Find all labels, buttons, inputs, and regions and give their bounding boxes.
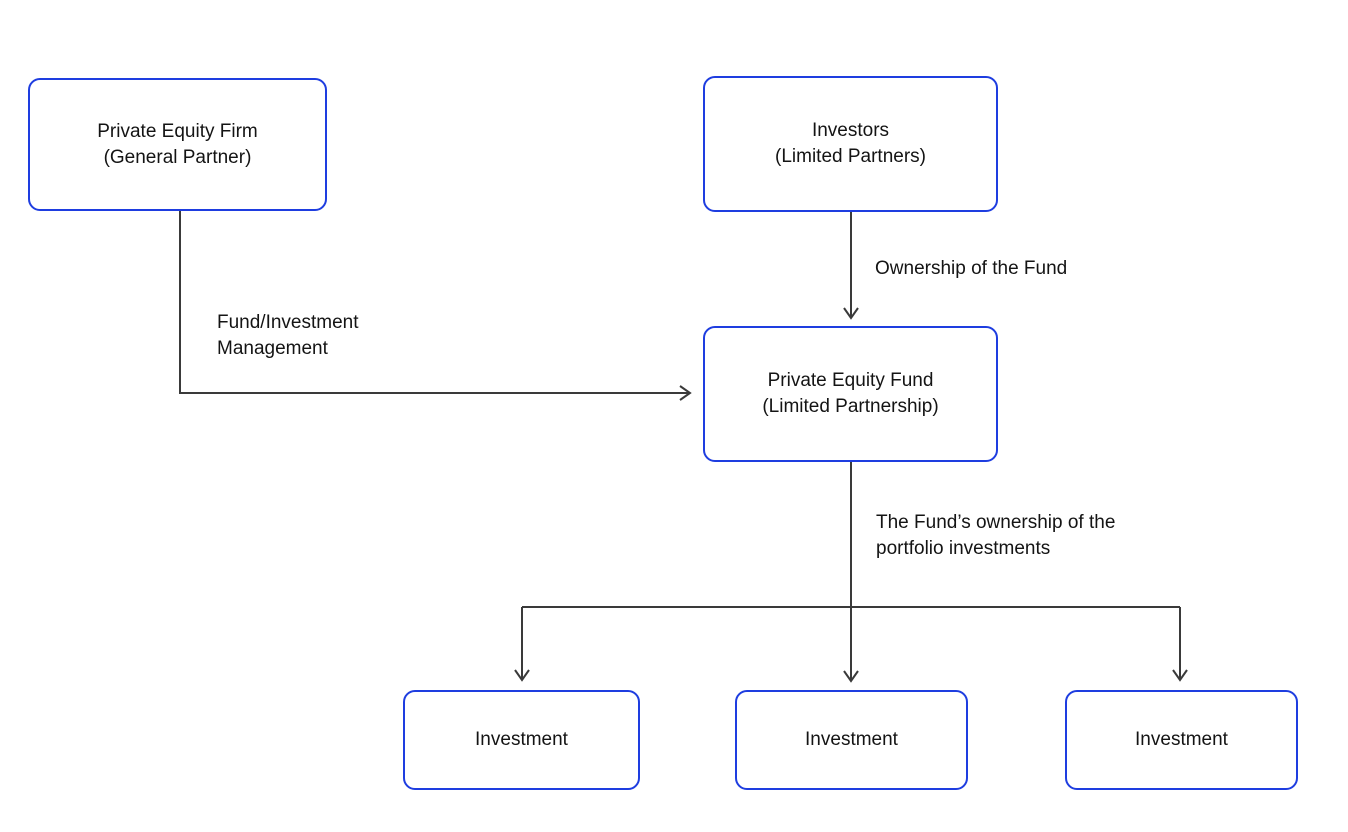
node-private-equity-firm: Private Equity Firm (General Partner) <box>28 78 327 211</box>
edge-label-line: Ownership of the Fund <box>875 258 1068 279</box>
node-label-line: Private Equity Firm <box>97 120 258 142</box>
edge-label-line: Management <box>217 338 328 359</box>
node-investors: Investors (Limited Partners) <box>703 76 998 212</box>
node-label-line: Investment <box>1135 729 1228 750</box>
arrowhead-down-icon <box>843 670 859 683</box>
node-investment-3: Investment <box>1065 690 1298 790</box>
arrowhead-down-icon <box>843 307 859 320</box>
node-label-line: (Limited Partners) <box>775 146 926 167</box>
node-private-equity-fund: Private Equity Fund (Limited Partnership… <box>703 326 998 462</box>
edge-label-management: Fund/Investment Management <box>217 310 359 362</box>
arrowhead-right-icon <box>679 385 692 401</box>
edge-label-line: portfolio investments <box>876 538 1051 559</box>
node-label-line: Investors <box>811 120 890 141</box>
node-label-line: (Limited Partnership) <box>762 396 939 417</box>
arrowhead-down-icon <box>1172 669 1188 682</box>
edge-label-line: Fund/Investment <box>217 312 359 333</box>
node-label-line: Investment <box>475 729 568 750</box>
arrowhead-down-icon <box>514 669 530 682</box>
edge-label-ownership: Ownership of the Fund <box>875 256 1067 282</box>
edge-label-fund-ownership: The Fund’s ownership of the portfolio in… <box>876 510 1115 562</box>
node-investment-1: Investment <box>403 690 640 790</box>
node-label-line: (General Partner) <box>103 146 252 168</box>
edge-management-line <box>179 211 690 394</box>
edge-label-line: The Fund’s ownership of the <box>876 512 1116 533</box>
node-investment-2: Investment <box>735 690 968 790</box>
node-label-line: Investment <box>805 729 898 750</box>
node-label-line: Private Equity Fund <box>767 370 934 391</box>
